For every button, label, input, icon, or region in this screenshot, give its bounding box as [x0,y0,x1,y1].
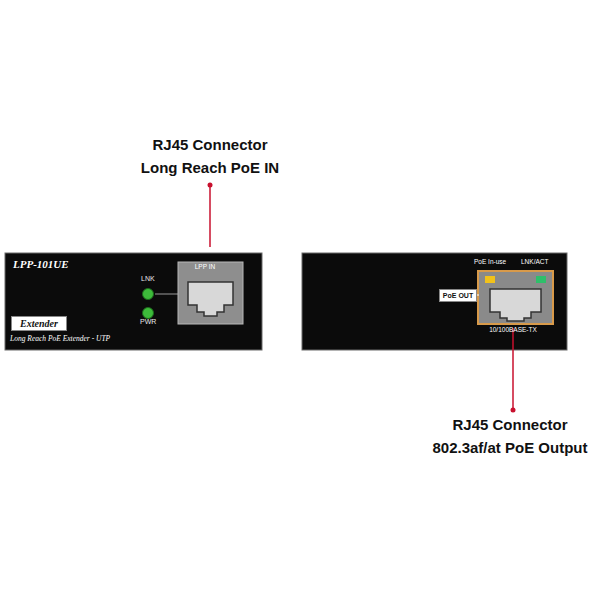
panel-text: Extender [20,318,58,329]
panel-text: LNK/ACT [521,258,548,265]
led-guide [155,294,178,295]
device-panel: PoE In-use LNK/ACT 10/100BASE-TX PoE OUT [302,253,567,350]
leader-dot [208,183,213,188]
panel-text: LPP-101UE [13,258,69,270]
tab-tick [477,295,479,296]
panel-text: LPP IN [195,263,215,270]
port-label-box: PoE OUT [439,289,477,302]
leader-line [512,328,514,410]
panel-text: PoE OUT [443,292,473,300]
rj45-port [178,262,243,324]
panel-text: PoE In-use [474,258,506,265]
logo-box: Extender [11,316,67,331]
rj45-port [478,271,553,324]
callout-label: RJ45 Connector [152,137,267,154]
left-panel [5,253,262,350]
panel-text: 10/100BASE-TX [489,326,537,333]
right-panel [302,253,567,350]
leader-dot [511,408,516,413]
panel-text: PWR [140,318,156,326]
panel-text: Long Reach PoE Extender - UTP [10,335,110,343]
rj45-socket [490,289,541,321]
callout-label: Long Reach PoE IN [141,160,279,177]
panel-text: LNK [141,275,155,283]
callout-label: 802.3af/at PoE Output [432,440,587,457]
callout-label: RJ45 Connector [452,417,567,434]
led-green [536,276,546,283]
leader-line [209,185,211,247]
rj45-socket [188,282,233,316]
device-panel: LPP-101UE LNK PWR LPP IN Long Reach PoE Exte… [5,253,262,350]
led [143,289,154,300]
led-yellow [485,276,495,283]
led [143,308,154,319]
